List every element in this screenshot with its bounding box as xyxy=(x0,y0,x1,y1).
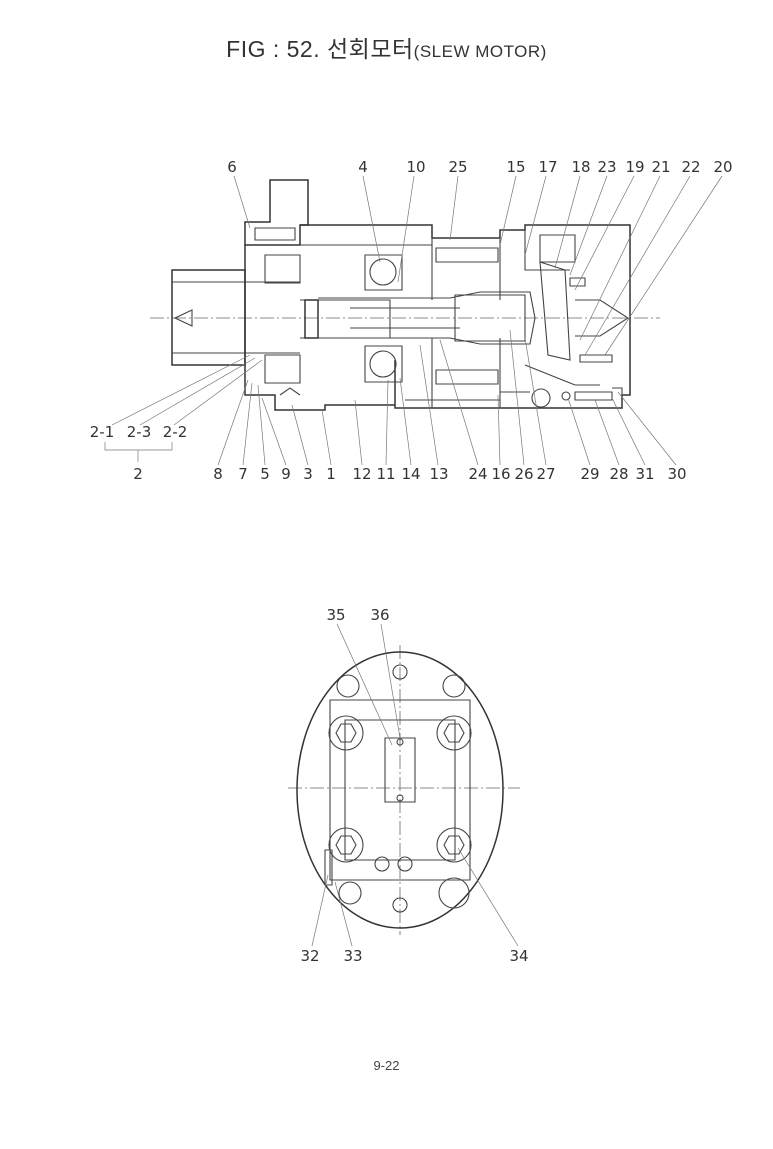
part-label: 33 xyxy=(343,947,362,965)
part-label: 30 xyxy=(667,465,686,483)
figure-title-sub: (SLEW MOTOR) xyxy=(413,42,547,61)
figure-title: FIG : 52. 선회모터(SLEW MOTOR) xyxy=(0,30,773,64)
part-label: 2-2 xyxy=(163,423,188,441)
part-label: 10 xyxy=(406,158,425,176)
part-label: 31 xyxy=(635,465,654,483)
part-label: 19 xyxy=(625,158,644,176)
part-label: 8 xyxy=(213,465,223,483)
part-label: 16 xyxy=(491,465,510,483)
part-label: 5 xyxy=(260,465,270,483)
part-label: 26 xyxy=(514,465,533,483)
part-label: 2-1 xyxy=(90,423,115,441)
part-label: 20 xyxy=(713,158,732,176)
part-label: 12 xyxy=(352,465,371,483)
part-label: 18 xyxy=(571,158,590,176)
part-label: 3 xyxy=(303,465,313,483)
part-label: 15 xyxy=(506,158,525,176)
page-number: 9-22 xyxy=(373,1058,400,1073)
part-label: 4 xyxy=(358,158,368,176)
part-label: 2-3 xyxy=(127,423,152,441)
part-label: 2 xyxy=(133,465,143,483)
part-label: 23 xyxy=(597,158,616,176)
part-label: 7 xyxy=(238,465,248,483)
part-label: 17 xyxy=(538,158,557,176)
part-label: 6 xyxy=(227,158,237,176)
side-view-labels: 6 4 10 25 15 17 18 23 19 21 22 20 2-1 2-… xyxy=(90,158,733,483)
end-view-labels: 35 36 32 33 34 xyxy=(300,606,528,965)
part-label: 34 xyxy=(509,947,528,965)
part-label: 35 xyxy=(326,606,345,624)
end-view xyxy=(288,645,520,935)
end-view-leaders xyxy=(311,623,519,947)
part-label: 22 xyxy=(681,158,700,176)
part-label: 27 xyxy=(536,465,555,483)
part-label: 24 xyxy=(468,465,487,483)
part-label: 13 xyxy=(429,465,448,483)
part-label: 14 xyxy=(401,465,420,483)
part-label: 9 xyxy=(281,465,291,483)
side-view-leaders xyxy=(104,175,723,466)
figure-title-main: FIG : 52. 선회모터 xyxy=(226,36,414,62)
part-label: 28 xyxy=(609,465,628,483)
part-label: 11 xyxy=(376,465,395,483)
hex-bolts xyxy=(328,715,472,863)
side-section-view xyxy=(150,179,660,411)
part-label: 32 xyxy=(300,947,319,965)
part-label: 1 xyxy=(326,465,336,483)
part-label: 36 xyxy=(370,606,389,624)
part-label: 25 xyxy=(448,158,467,176)
part-label: 21 xyxy=(651,158,670,176)
part-label: 29 xyxy=(580,465,599,483)
